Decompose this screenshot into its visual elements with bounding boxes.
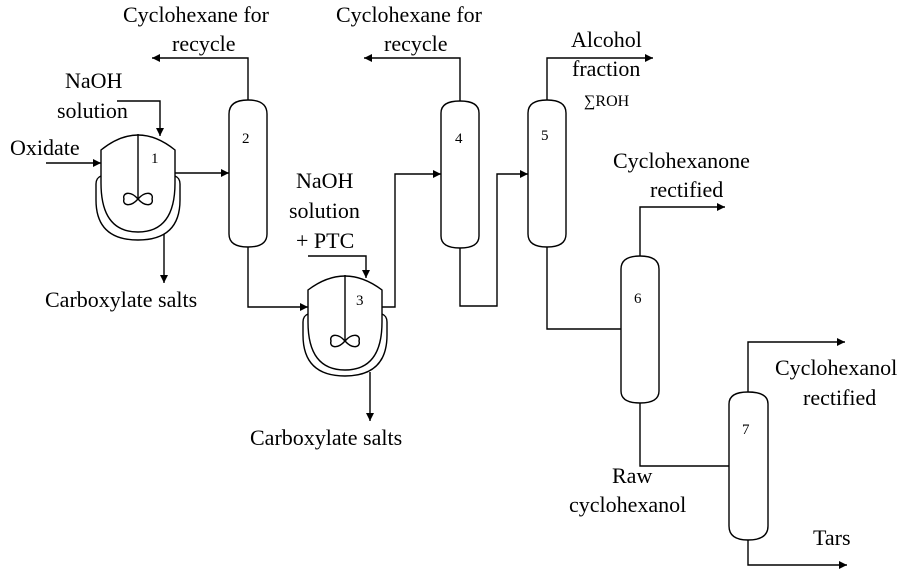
label-cyclohexanol-line1: Cyclohexanol bbox=[775, 355, 897, 380]
column-4: 4 bbox=[440, 100, 480, 249]
label-carboxylate-1: Carboxylate salts bbox=[45, 287, 197, 312]
stream-5-alcohol bbox=[546, 54, 653, 100]
column-7: 7 bbox=[728, 391, 769, 541]
column-4-number: 4 bbox=[455, 131, 463, 147]
label-tars: Tars bbox=[813, 525, 851, 550]
column-6: 6 bbox=[620, 255, 660, 404]
label-naoh-1-line1: NaOH bbox=[65, 68, 123, 93]
label-alcohol-fraction-sum-roh: ∑ROH bbox=[584, 93, 630, 110]
label-cyclohexanol-line2: rectified bbox=[803, 385, 876, 410]
stream-5-to-6 bbox=[546, 247, 621, 330]
reactor-1: 1 bbox=[95, 134, 181, 241]
label-cyclohexanone-line2: rectified bbox=[650, 177, 723, 202]
label-naoh-3-line3: + PTC bbox=[296, 228, 354, 253]
stream-naoh-ptc-3 bbox=[308, 255, 370, 278]
label-alcohol-fraction-line1: Alcohol bbox=[571, 27, 642, 52]
reactor-1-number: 1 bbox=[151, 151, 159, 167]
column-5: 5 bbox=[527, 99, 567, 248]
reactor-3-number: 3 bbox=[356, 293, 364, 309]
label-raw-cyclohexanol-line1: Raw bbox=[612, 463, 652, 488]
stream-7-cyclohexanol bbox=[747, 338, 845, 392]
label-carboxylate-3: Carboxylate salts bbox=[250, 425, 402, 450]
label-naoh-3-line1: NaOH bbox=[296, 168, 354, 193]
stream-4-to-5 bbox=[459, 170, 528, 307]
stream-3-to-4 bbox=[382, 170, 441, 308]
column-7-number: 7 bbox=[742, 422, 750, 438]
label-cyclohexane-recycle-4-line1: Cyclohexane for bbox=[336, 2, 483, 27]
label-alcohol-fraction-line2: fraction bbox=[572, 56, 640, 81]
stream-naoh-1 bbox=[117, 100, 164, 136]
reactor-3: 3 bbox=[302, 275, 388, 377]
column-5-number: 5 bbox=[541, 128, 549, 144]
label-cyclohexane-recycle-1-line1: Cyclohexane for bbox=[123, 2, 270, 27]
column-2-number: 2 bbox=[242, 131, 250, 147]
column-2: 2 bbox=[228, 99, 268, 248]
stream-7-tars bbox=[747, 540, 847, 569]
stream-6-cyclohexanone bbox=[639, 203, 725, 256]
label-naoh-3-line2: solution bbox=[289, 198, 360, 223]
stream-4-cyclohexane bbox=[364, 54, 461, 101]
stream-2-to-3 bbox=[247, 247, 308, 311]
stream-2-cyclohexane bbox=[152, 54, 249, 100]
label-raw-cyclohexanol-line2: cyclohexanol bbox=[569, 492, 686, 517]
label-cyclohexane-recycle-1-line2: recycle bbox=[172, 31, 236, 56]
label-naoh-1-line2: solution bbox=[57, 98, 128, 123]
stream-6-to-7 bbox=[639, 403, 729, 467]
label-cyclohexane-recycle-4-line2: recycle bbox=[384, 31, 448, 56]
label-cyclohexanone-line1: Cyclohexanone bbox=[613, 148, 750, 173]
label-oxidate: Oxidate bbox=[10, 135, 80, 160]
column-6-number: 6 bbox=[634, 291, 642, 307]
